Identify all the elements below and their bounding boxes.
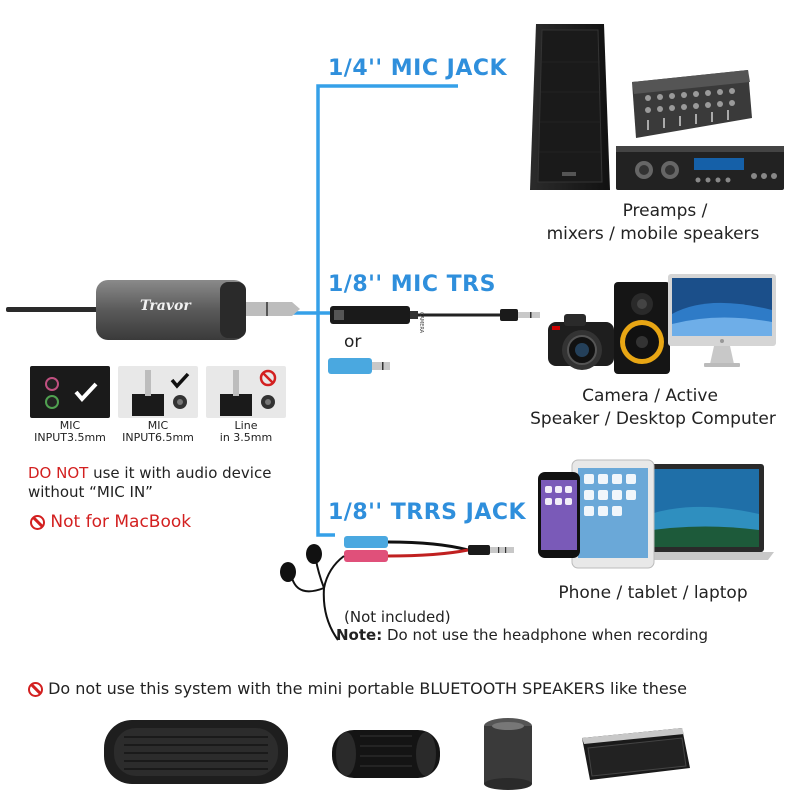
bluetooth-warning-text: Do not use this system with the mini por… — [48, 679, 687, 698]
trs-caption-line2: Speaker / Desktop Computer — [530, 409, 776, 429]
input-label-line2: INPUT3.5mm — [34, 431, 106, 444]
quarter-jack-caption-line1: Preamps / — [622, 201, 708, 221]
trs-caption-line1: Camera / Active — [582, 386, 718, 406]
input-label-line2: in 3.5mm — [219, 431, 273, 444]
phone-tablet-laptop-image — [538, 459, 774, 569]
input-tile-line-in — [206, 366, 286, 418]
bluetooth-speaker-3-image — [484, 718, 532, 790]
trs-adapter-cable-image — [330, 306, 540, 324]
input-label-line2: INPUT6.5mm — [122, 431, 194, 444]
input-label-line-in: Line in 3.5mm — [194, 420, 298, 444]
mixer-image — [632, 70, 752, 138]
not-included-text: (Not included) — [344, 608, 451, 626]
camera-adapter-text: CAMERA — [418, 312, 424, 334]
camera-image — [548, 314, 614, 370]
pa-speaker-image — [530, 24, 610, 190]
mic-input-3-5mm-image — [45, 377, 98, 409]
amplifier-image — [616, 146, 784, 190]
desktop-computer-image — [668, 274, 776, 367]
bluetooth-speaker-4-image — [582, 728, 690, 780]
input-label-line1: MIC — [147, 419, 169, 432]
quarter-jack-label: 1/4'' MIC JACK — [328, 56, 508, 81]
input-tile-mic-6-5mm — [118, 366, 198, 418]
input-label-mic-6-5mm: MIC INPUT6.5mm — [106, 420, 210, 444]
trrs-splitter-earphones-image — [280, 536, 514, 641]
quarter-jack-caption-line2: mixers / mobile speakers — [546, 224, 760, 244]
trrs-caption: Phone / tablet / laptop — [558, 583, 748, 603]
prohibited-icon — [28, 682, 43, 697]
do-not-text: DO NOT — [28, 464, 89, 482]
trs-or-text: or — [344, 332, 362, 352]
line-in-3-5mm-image — [220, 369, 277, 416]
eighth-trs-label: 1/8'' MIC TRS — [328, 272, 496, 297]
mic-input-6-5mm-image — [132, 370, 190, 416]
note-label: Note: — [336, 626, 383, 644]
input-label-line1: MIC — [59, 419, 81, 432]
macbook-warning-text: Not for MacBook — [50, 512, 192, 532]
bluetooth-warning: Do not use this system with the mini por… — [28, 679, 687, 698]
input-tile-mic-3-5mm — [30, 366, 110, 418]
trs-small-adapter-image — [328, 358, 390, 374]
travor-transmitter-image — [6, 280, 300, 340]
bluetooth-speaker-1-image — [104, 720, 288, 784]
studio-speaker-image — [614, 282, 670, 374]
eighth-trrs-label: 1/8'' TRRS JACK — [328, 500, 527, 525]
input-label-mic-3-5mm: MIC INPUT3.5mm — [18, 420, 122, 444]
note-text: Do not use the headphone when recording — [382, 626, 709, 644]
mic-in-warning: DO NOT use it with audio device without … — [28, 464, 271, 502]
input-label-line1: Line — [234, 419, 258, 432]
macbook-warning: Not for MacBook — [30, 512, 191, 532]
mic-in-warning-line2: without “MIC IN” — [28, 483, 153, 501]
prohibited-icon — [30, 515, 45, 530]
device-brand: Travor — [140, 298, 191, 314]
headphone-note: Note: Do not use the headphone when reco… — [336, 626, 708, 644]
bluetooth-speaker-2-image — [332, 730, 440, 778]
do-not-rest-text: use it with audio device — [88, 464, 272, 482]
